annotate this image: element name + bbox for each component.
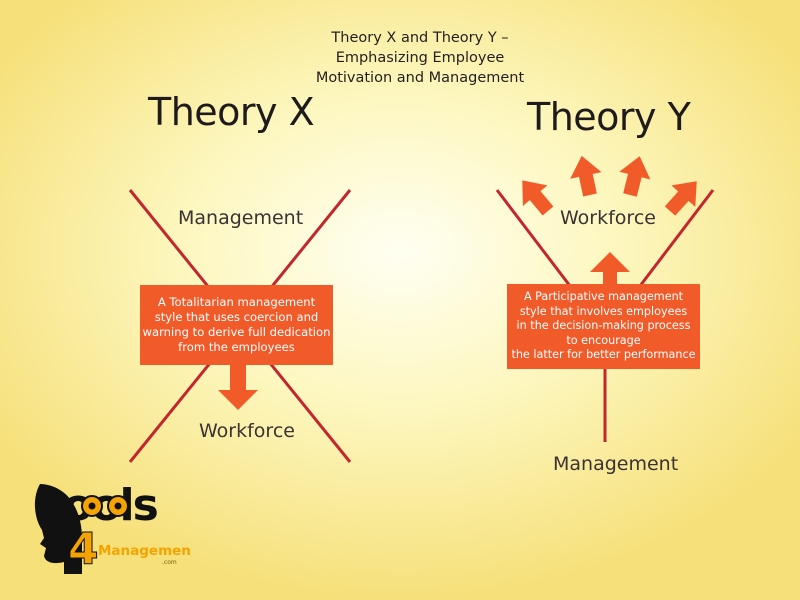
- logo-word-bottom: Management: [98, 543, 190, 559]
- theory-y-up-arrow: [590, 252, 630, 284]
- theory-y-box-line-3: in the decision-making process: [516, 319, 691, 333]
- theory-y-top-label: Workforce: [560, 207, 656, 229]
- logo-numeral: 4: [68, 524, 99, 575]
- theory-y-box-line-1: A Participative management: [523, 290, 684, 304]
- theory-x-top-label: Management: [178, 207, 304, 229]
- tools4management-logo: tools 4 Management .com: [30, 478, 198, 578]
- theory-y-box-line-2: style that involves employees: [519, 304, 688, 318]
- theory-y-title: Theory Y: [527, 95, 691, 139]
- theory-y-fan-arrow-3: [619, 156, 651, 197]
- theory-x-down-arrow: [218, 364, 258, 410]
- theory-x-box-line-3: warning to derive full dedication: [142, 325, 331, 339]
- heading-line-3: Motivation and Management: [315, 70, 525, 86]
- theory-y-box-line-4: to encourage: [566, 333, 641, 347]
- heading-line-2: Emphasizing Employee: [335, 50, 505, 66]
- logo-head-silhouette: [34, 484, 82, 574]
- theory-x-description-box: A Totalitarian management style that use…: [140, 285, 333, 365]
- logo-suffix: .com: [162, 559, 177, 566]
- theory-y-box-line-5: the latter for better performance: [511, 348, 696, 362]
- theory-x-title: Theory X: [148, 90, 315, 134]
- theory-y-description-box: A Participative management style that in…: [507, 284, 700, 369]
- theory-x-bottom-label: Workforce: [199, 420, 295, 442]
- page-heading: Theory X and Theory Y – Emphasizing Empl…: [250, 28, 590, 88]
- theory-x-box-line-1: A Totalitarian management: [157, 295, 316, 309]
- theory-x-box-line-4: from the employees: [178, 340, 295, 354]
- theory-y-bottom-label: Management: [553, 453, 679, 475]
- theory-y-fan-arrow-2: [570, 155, 602, 197]
- theory-y-fan-arrow-1: [522, 180, 554, 216]
- theory-x-box-line-2: style that uses coercion and: [154, 310, 319, 324]
- heading-line-1: Theory X and Theory Y –: [331, 30, 509, 46]
- theory-y-fan-arrow-4: [664, 181, 697, 216]
- logo-graphic: tools 4 Management .com: [34, 480, 198, 576]
